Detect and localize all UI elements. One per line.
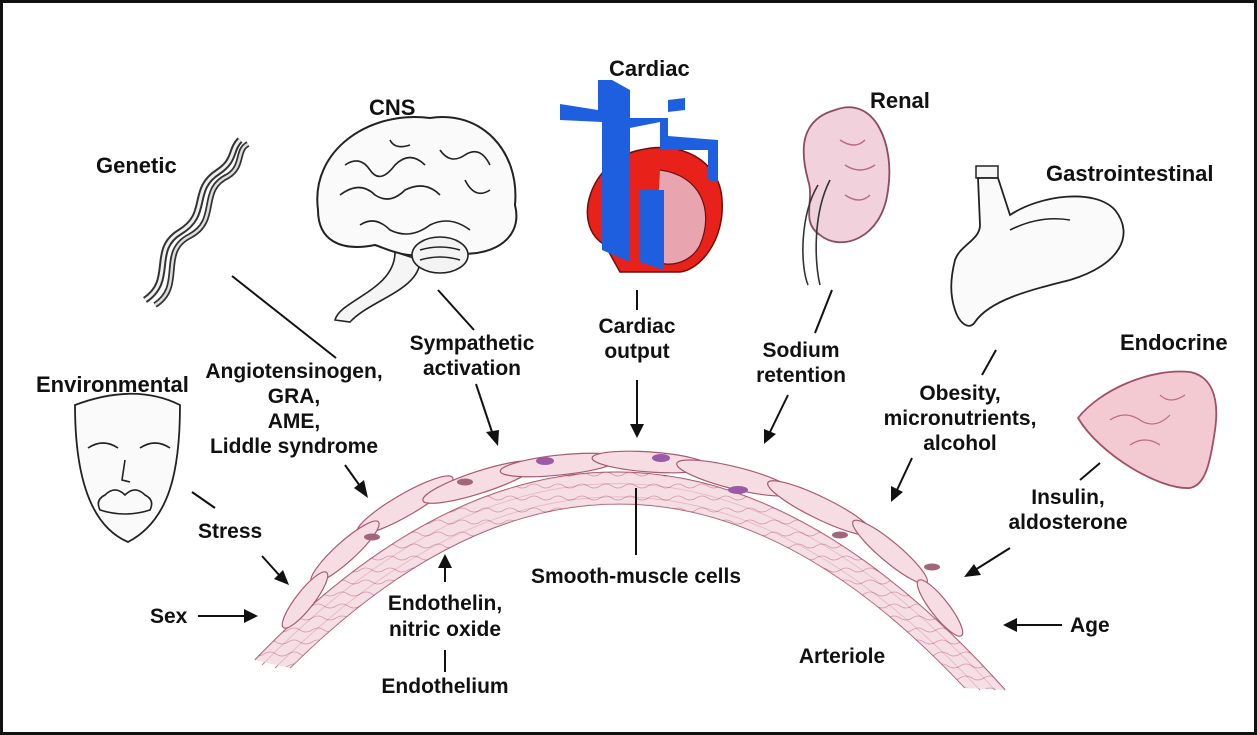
arteriole-label: Arteriole <box>799 645 885 668</box>
endocrine-factor-1: Insulin, <box>1031 486 1105 509</box>
cardiac-factor-1: Cardiac <box>598 315 675 338</box>
environmental-title: Environmental <box>36 372 189 397</box>
brain-icon <box>317 117 516 322</box>
genetic-factor-2: GRA, <box>268 385 321 408</box>
endocrine-factors: Insulin, aldosterone <box>1008 486 1127 534</box>
cns-factor-1: Sympathetic <box>410 332 535 355</box>
endothelin-factors: Endothelin, nitric oxide <box>388 592 502 641</box>
endothelium-label: Endothelium <box>381 675 508 698</box>
smooth-muscle-label: Smooth-muscle cells <box>531 565 741 588</box>
genetic-factor-1: Angiotensinogen, <box>205 360 382 383</box>
renal-factor-1: Sodium <box>763 339 840 362</box>
cardiac-title: Cardiac <box>609 56 690 81</box>
cns-factor-2: activation <box>423 357 521 380</box>
gi-factor-3: alcohol <box>923 432 997 455</box>
stomach-icon <box>951 166 1123 326</box>
renal-title: Renal <box>870 88 930 113</box>
age-label: Age <box>1070 614 1110 637</box>
renal-factor-2: retention <box>756 364 846 387</box>
endothelin-line-1: Endothelin, <box>388 592 502 615</box>
cns-factors: Sympathetic activation <box>410 332 535 380</box>
cardiac-factors: Cardiac output <box>598 315 675 363</box>
endocrine-factor-2: aldosterone <box>1008 511 1127 534</box>
stress-label: Stress <box>198 520 262 543</box>
heart-icon <box>560 80 722 272</box>
kidney-icon <box>803 107 889 285</box>
gi-factor-2: micronutrients, <box>884 407 1037 430</box>
genetic-factor-3: AME, <box>268 410 321 433</box>
genetic-factor-4: Liddle syndrome <box>210 435 378 458</box>
mask-icon <box>75 394 180 542</box>
gastrointestinal-factors: Obesity, micronutrients, alcohol <box>884 382 1037 455</box>
genetic-factors: Angiotensinogen, GRA, AME, Liddle syndro… <box>205 360 382 458</box>
endocrine-title: Endocrine <box>1120 330 1228 355</box>
endothelin-line-2: nitric oxide <box>389 618 501 641</box>
sex-label: Sex <box>150 605 188 628</box>
gi-factor-1: Obesity, <box>919 382 1000 405</box>
genetic-title: Genetic <box>96 153 177 178</box>
gastrointestinal-title: Gastrointestinal <box>1046 161 1213 186</box>
cardiac-factor-2: output <box>604 340 669 363</box>
renal-factors: Sodium retention <box>756 339 846 387</box>
cns-title: CNS <box>369 95 415 120</box>
adrenal-gland-icon <box>1078 372 1216 489</box>
